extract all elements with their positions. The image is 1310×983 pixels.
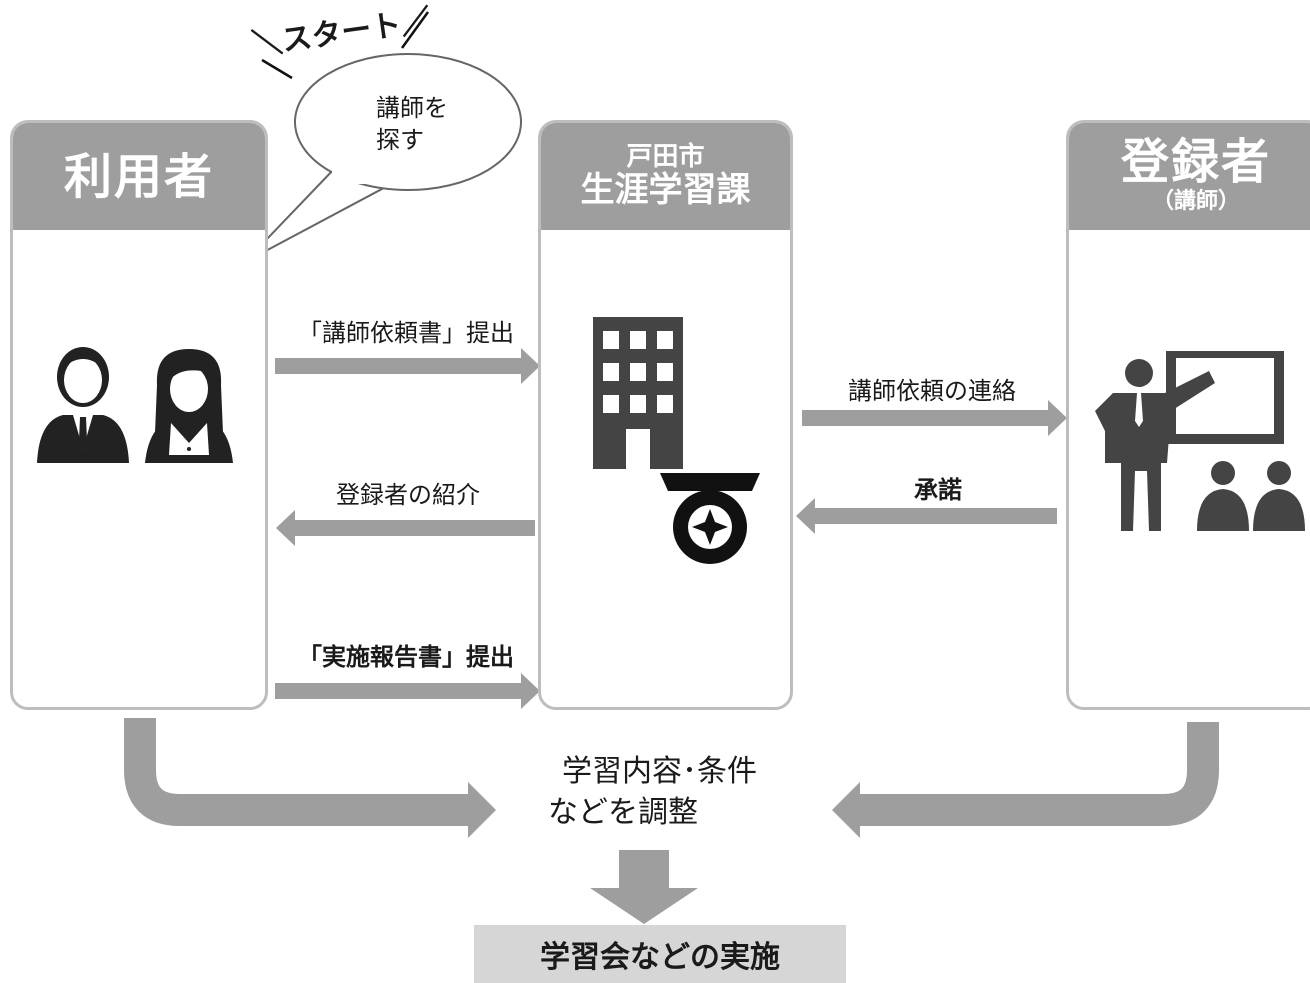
arrow-introduce-left-icon [276, 510, 535, 546]
flow-report-submit-label: 「実施報告書」提出 [298, 643, 514, 671]
adjust-text: 学習内容･条件 などを調整 [548, 752, 757, 833]
adjust-line-1: 学習内容･条件 [562, 754, 757, 789]
registrant-header: 登録者 （講師） [1069, 123, 1310, 230]
bubble-seam-cover [332, 150, 402, 184]
bubble-line-1: 講師を [376, 94, 448, 122]
office-building-icon [593, 317, 683, 469]
arrow-contact-right-icon [802, 400, 1067, 436]
user-header: 利用者 [13, 123, 265, 230]
office-header: 戸田市 生涯学習課 [541, 123, 790, 230]
two-users-icon [37, 347, 233, 463]
start-right-slash-icon [400, 11, 430, 49]
office-box: 戸田市 生涯学習課 [538, 120, 793, 710]
flow-request-submit-label: 「講師依頼書」提出 [298, 319, 514, 347]
bubble-line-2: 探す [376, 126, 424, 155]
registrant-title: 登録者 [1120, 134, 1271, 191]
office-title-line-2: 生涯学習課 [580, 170, 751, 211]
arrow-registrant-head-icon [832, 782, 860, 838]
user-title: 利用者 [63, 148, 214, 205]
flow-accept-label: 承諾 [914, 476, 962, 504]
arrow-down-icon [590, 850, 698, 924]
registrant-box: 登録者 （講師） [1066, 120, 1310, 710]
result-label: 学習会などの実施 [540, 940, 780, 975]
arrow-user-to-adjust-icon [124, 718, 470, 826]
result-box: 学習会などの実施 [474, 925, 846, 983]
user-box: 利用者 [10, 120, 268, 710]
registrant-subtitle: （講師） [1151, 189, 1240, 215]
arrow-request-right-icon [275, 348, 540, 384]
office-title-line-1: 戸田市 [626, 141, 705, 172]
flow-introduce-label: 登録者の紹介 [336, 481, 480, 509]
arrow-accept-left-icon [796, 498, 1057, 534]
teacher-presentation-icon [1095, 351, 1305, 531]
flow-contact-label: 講師依頼の連絡 [848, 377, 1016, 405]
arrow-user-head-icon [468, 782, 496, 838]
adjust-line-2: などを調整 [548, 794, 698, 830]
arrow-registrant-to-adjust-icon [858, 722, 1219, 826]
city-emblem-icon [660, 473, 760, 564]
start-left-slash-icon [261, 58, 293, 80]
bubble-text: 講師を 探す [376, 92, 448, 157]
arrow-report-right-icon [275, 673, 540, 709]
